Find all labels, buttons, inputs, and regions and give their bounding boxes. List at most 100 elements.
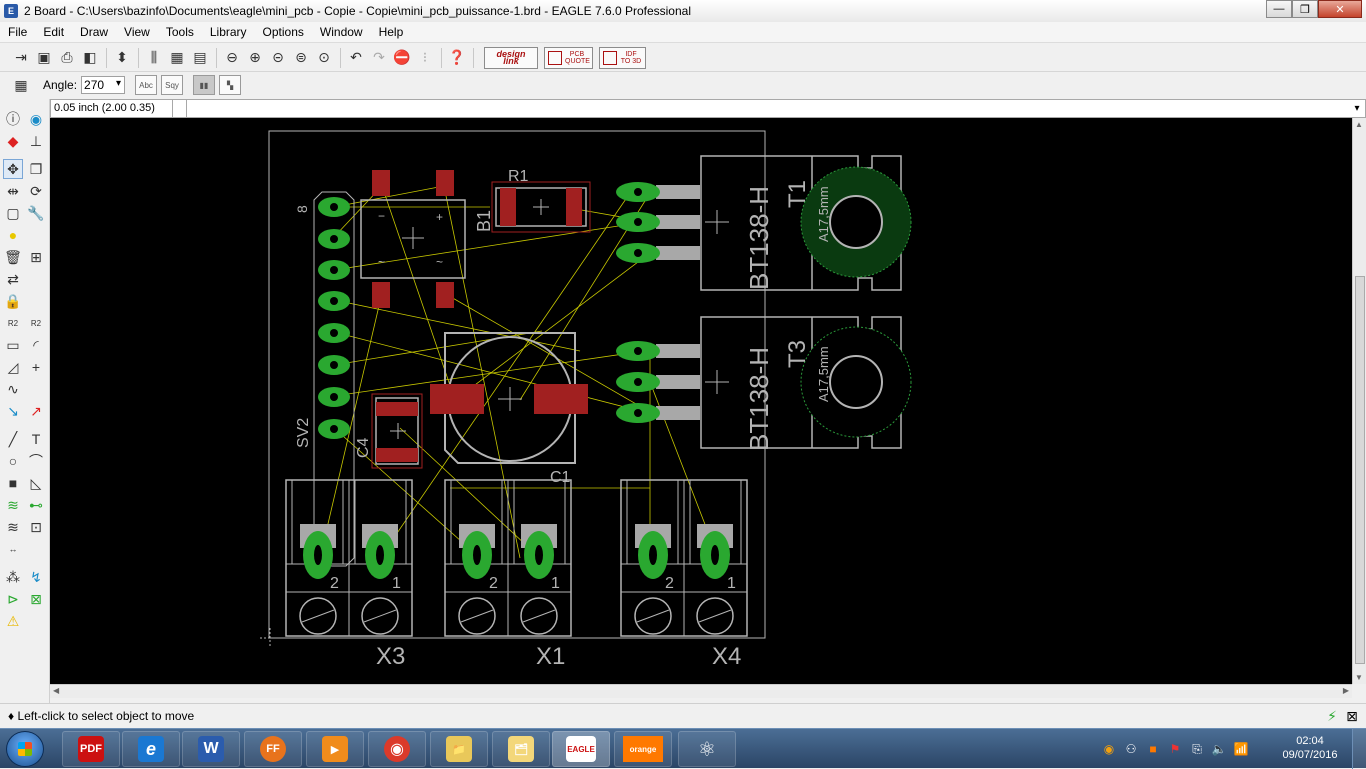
scroll-left-icon[interactable]: ◀ — [53, 686, 60, 695]
lock-icon[interactable]: 🔒 — [4, 292, 22, 309]
ulp-icon[interactable]: ⫼ — [150, 49, 158, 65]
vertical-scroll-thumb[interactable] — [1355, 276, 1365, 664]
layer-view-toggle-a[interactable]: ▮▮ — [193, 75, 216, 95]
mirror-icon[interactable]: ⇹ — [7, 182, 19, 199]
taskbar-media-player[interactable]: ▶ — [306, 731, 364, 767]
zoom-out-icon[interactable]: ⊝ — [272, 49, 284, 65]
signal-icon[interactable]: ⊷ — [29, 496, 43, 513]
menu-tools[interactable]: Tools — [165, 24, 194, 39]
help-icon[interactable]: ❓ — [448, 49, 466, 65]
menu-options[interactable]: Options — [262, 24, 304, 39]
t3-triac[interactable]: BT138-H T3 A17,5mm — [616, 316, 912, 451]
split-icon[interactable]: ◿ — [7, 358, 19, 375]
taskbar-eagle[interactable]: EAGLE — [552, 731, 610, 767]
angle-select[interactable]: 270 — [81, 76, 126, 94]
autorouter-icon[interactable]: ↯ — [30, 568, 42, 585]
stop-icon[interactable]: ⛔ — [393, 49, 411, 65]
pcb-drawing[interactable]: 8 SV2 − + ~ ~ B1 R1 — [50, 118, 1352, 684]
open-icon[interactable]: ⇥ — [15, 49, 27, 65]
taskbar-word[interactable]: W — [182, 731, 240, 767]
layer-view-toggle-b[interactable]: ▚ — [219, 75, 242, 95]
save-icon[interactable]: ▣ — [37, 49, 51, 65]
x1-terminal[interactable]: 2 1 — [444, 479, 572, 637]
menu-file[interactable]: File — [8, 24, 28, 39]
avast-icon[interactable]: ◉ — [1103, 742, 1115, 756]
schematic-icon[interactable]: ▦ — [170, 49, 184, 65]
rectangle-icon[interactable]: ■ — [8, 475, 18, 491]
orange-tray-icon[interactable]: ■ — [1149, 742, 1157, 756]
smash-icon[interactable]: ▭ — [6, 336, 20, 353]
taskbar-folder[interactable]: 🗂 — [492, 731, 550, 767]
taskbar-clock[interactable]: 02:04 09/07/2016 — [1278, 734, 1342, 762]
scroll-down-icon[interactable]: ▼ — [1355, 673, 1363, 682]
x4-terminal[interactable]: 2 1 — [620, 479, 748, 637]
move-icon[interactable]: ✥ — [3, 159, 23, 179]
taskbar-orange[interactable]: orange — [614, 731, 672, 767]
display-icon[interactable]: ◆ — [7, 132, 19, 149]
cam-processor-icon[interactable]: ◧ — [83, 49, 97, 65]
flag-icon[interactable]: ⚑ — [1169, 742, 1181, 756]
t1-triac[interactable]: BT138-H T1 A17,5mm — [616, 155, 912, 291]
wifi-icon[interactable]: 📶 — [1233, 742, 1249, 756]
route-icon[interactable]: ↘ — [7, 402, 19, 419]
menu-view[interactable]: View — [124, 24, 150, 39]
taskbar-atom[interactable]: ⚛ — [678, 731, 736, 767]
drc-icon[interactable]: ⊠ — [30, 590, 42, 607]
paste-icon[interactable]: ● — [8, 227, 18, 243]
via-icon[interactable]: ≋ — [7, 496, 19, 513]
optimize-icon[interactable]: + — [31, 359, 41, 375]
show-icon[interactable]: ◉ — [29, 110, 43, 127]
command-dropdown-icon[interactable]: ▾ — [1354, 103, 1360, 114]
taskbar-chrome[interactable]: ◉ — [368, 731, 426, 767]
attribute-icon[interactable]: ⊡ — [30, 518, 42, 535]
show-desktop-button[interactable] — [1352, 729, 1366, 769]
delete-icon[interactable]: 🗑 — [4, 248, 22, 265]
miter-icon[interactable]: ◜ — [33, 336, 39, 353]
r1-resistor[interactable]: R1 — [491, 168, 591, 233]
vertical-scrollbar[interactable]: ▲ ▼ — [1352, 118, 1366, 684]
command-input[interactable] — [187, 101, 1349, 116]
zoom-select-icon[interactable]: ⊙ — [318, 49, 330, 65]
taskbar-acrobat[interactable]: PDF — [62, 731, 120, 767]
mark-icon[interactable]: ⊥ — [29, 132, 43, 149]
network-icon[interactable]: ⚇ — [1125, 742, 1137, 756]
undo-icon[interactable]: ↶ — [350, 49, 362, 65]
grid-icon[interactable]: ▦ — [14, 76, 28, 93]
ripup-icon[interactable]: ↗ — [30, 402, 42, 419]
spin-text-toggle[interactable]: Sqy — [161, 75, 184, 95]
lightning-icon[interactable]: ⚡ — [1327, 707, 1337, 724]
usb-icon[interactable]: ⎘ — [1192, 741, 1202, 756]
stop-command-icon[interactable]: ⊠ — [1346, 707, 1358, 724]
pcb-quote-button[interactable]: PCB QUOTE — [544, 46, 593, 69]
text-icon[interactable]: T — [31, 431, 41, 447]
info-icon[interactable]: ⓘ — [6, 111, 20, 127]
zoom-redraw-icon[interactable]: ⊜ — [295, 49, 307, 65]
meander-icon[interactable]: ∿ — [7, 380, 19, 397]
print-icon[interactable]: ⎙ — [61, 49, 73, 65]
close-button[interactable]: ✕ — [1318, 0, 1362, 18]
group-icon[interactable]: ▢ — [6, 204, 20, 221]
c1-capacitor[interactable]: C1 — [430, 332, 588, 486]
idf-3d-button[interactable]: IDF TO 3D — [599, 46, 646, 69]
volume-icon[interactable]: 🔈 — [1211, 742, 1227, 756]
minimize-button[interactable]: — — [1266, 0, 1292, 18]
maximize-button[interactable]: ❐ — [1292, 0, 1318, 18]
menu-library[interactable]: Library — [209, 24, 247, 39]
taskbar-explorer[interactable]: 📁 — [430, 731, 488, 767]
taskbar-firefox[interactable]: FF — [244, 731, 302, 767]
design-link-button[interactable]: design link — [484, 46, 538, 69]
sv2-header[interactable]: 8 SV2 — [294, 191, 355, 567]
erc-icon[interactable]: ⊳ — [7, 590, 19, 607]
mirror-text-toggle[interactable]: Abc — [135, 75, 158, 95]
errors-icon[interactable]: ⚠ — [6, 612, 20, 629]
hole-icon[interactable]: ≋ — [7, 518, 19, 535]
c4-capacitor[interactable]: C4 — [355, 393, 423, 469]
value-icon[interactable]: R2 — [30, 318, 42, 328]
name-icon[interactable]: R2 — [7, 318, 19, 328]
polygon-icon[interactable]: ◺ — [30, 474, 42, 491]
menu-edit[interactable]: Edit — [43, 24, 65, 39]
scroll-up-icon[interactable]: ▲ — [1355, 120, 1363, 129]
start-button[interactable] — [6, 731, 44, 767]
circle-icon[interactable]: ○ — [8, 453, 18, 469]
go-icon[interactable]: ⁝ — [422, 49, 428, 65]
